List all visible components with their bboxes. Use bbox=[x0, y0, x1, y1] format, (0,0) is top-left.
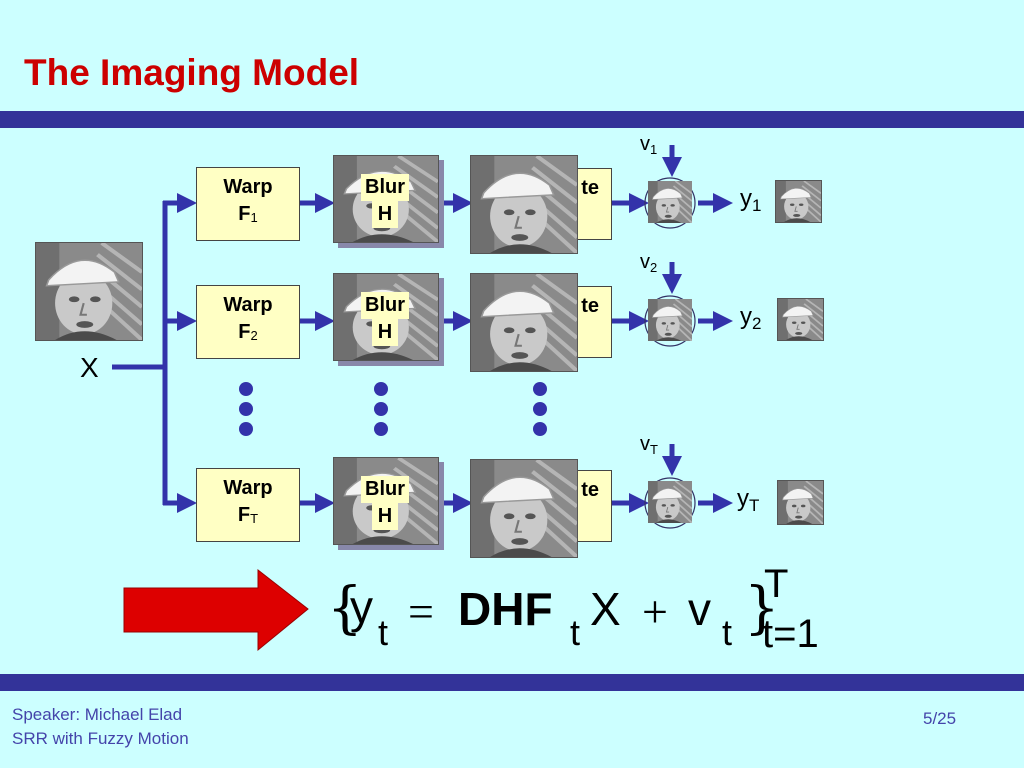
eq-open-brace: { bbox=[327, 576, 363, 641]
decimate-label: te bbox=[581, 177, 599, 199]
blur-image-1 bbox=[333, 155, 439, 243]
warp-box-1: Warp F1 bbox=[196, 167, 300, 241]
noise-label-2: v2 bbox=[640, 251, 658, 275]
big-red-arrow bbox=[123, 568, 309, 652]
blur-box-1: Blur H bbox=[333, 168, 437, 236]
warp-symbol: FT bbox=[237, 504, 259, 526]
top-rule bbox=[0, 111, 1024, 128]
blur-image-T bbox=[333, 457, 439, 545]
eq-y-sub: t bbox=[378, 612, 389, 653]
adder-image-T bbox=[648, 481, 692, 523]
blur-label: Blur bbox=[361, 292, 409, 319]
output-image-T bbox=[777, 480, 824, 525]
adder-image-2 bbox=[648, 299, 692, 341]
eq-y: y bbox=[350, 581, 373, 633]
eq-x: X bbox=[590, 583, 621, 635]
eq-v: v bbox=[688, 583, 711, 635]
blur-symbol: H bbox=[371, 201, 399, 228]
eq-close-brace: } bbox=[744, 576, 780, 641]
noise-label-T: vT bbox=[640, 433, 658, 457]
eq-v-sub: t bbox=[722, 612, 733, 653]
warp-label: Warp bbox=[223, 176, 273, 198]
warp-symbol: F1 bbox=[238, 203, 258, 225]
warp-label: Warp bbox=[223, 477, 273, 499]
slide-title: The Imaging Model bbox=[24, 52, 360, 93]
warp-box-2: Warp F2 bbox=[196, 285, 300, 359]
input-image bbox=[35, 242, 143, 341]
decimate-image-2 bbox=[470, 273, 578, 372]
eq-equals: = bbox=[408, 586, 434, 637]
footer-speaker: Speaker: Michael Elad bbox=[12, 705, 183, 724]
output-image-2 bbox=[777, 298, 824, 341]
output-image-1 bbox=[775, 180, 822, 223]
eq-plus: + bbox=[642, 586, 668, 637]
decimate-label: te bbox=[581, 295, 599, 317]
warp-symbol: F2 bbox=[238, 321, 258, 343]
decimate-image-T bbox=[470, 459, 578, 558]
decimate-image-1 bbox=[470, 155, 578, 254]
blur-symbol: H bbox=[371, 503, 399, 530]
blur-label: Blur bbox=[361, 476, 409, 503]
footer-subtitle: SRR with Fuzzy Motion bbox=[12, 729, 189, 748]
adder-image-1 bbox=[648, 181, 692, 223]
decimate-label: te bbox=[581, 479, 599, 501]
eq-operator: DHF bbox=[458, 583, 553, 635]
warp-box-T: Warp FT bbox=[196, 468, 300, 542]
bottom-rule bbox=[0, 674, 1024, 691]
output-label-T: yT bbox=[737, 485, 760, 515]
warp-label: Warp bbox=[223, 294, 273, 316]
blur-label: Blur bbox=[361, 174, 409, 201]
output-label-2: y2 bbox=[740, 303, 762, 333]
blur-box-2: Blur H bbox=[333, 286, 437, 354]
noise-label-1: v1 bbox=[640, 133, 658, 157]
blur-image-2 bbox=[333, 273, 439, 361]
input-label: X bbox=[80, 352, 99, 383]
eq-lower-limit: t=1 bbox=[762, 612, 819, 656]
eq-operator-sub: t bbox=[570, 612, 581, 653]
page-number: 5/25 bbox=[923, 709, 957, 728]
output-label-1: y1 bbox=[740, 185, 762, 215]
eq-upper-limit: T bbox=[764, 562, 789, 606]
blur-symbol: H bbox=[371, 319, 399, 346]
blur-box-T: Blur H bbox=[333, 470, 437, 538]
